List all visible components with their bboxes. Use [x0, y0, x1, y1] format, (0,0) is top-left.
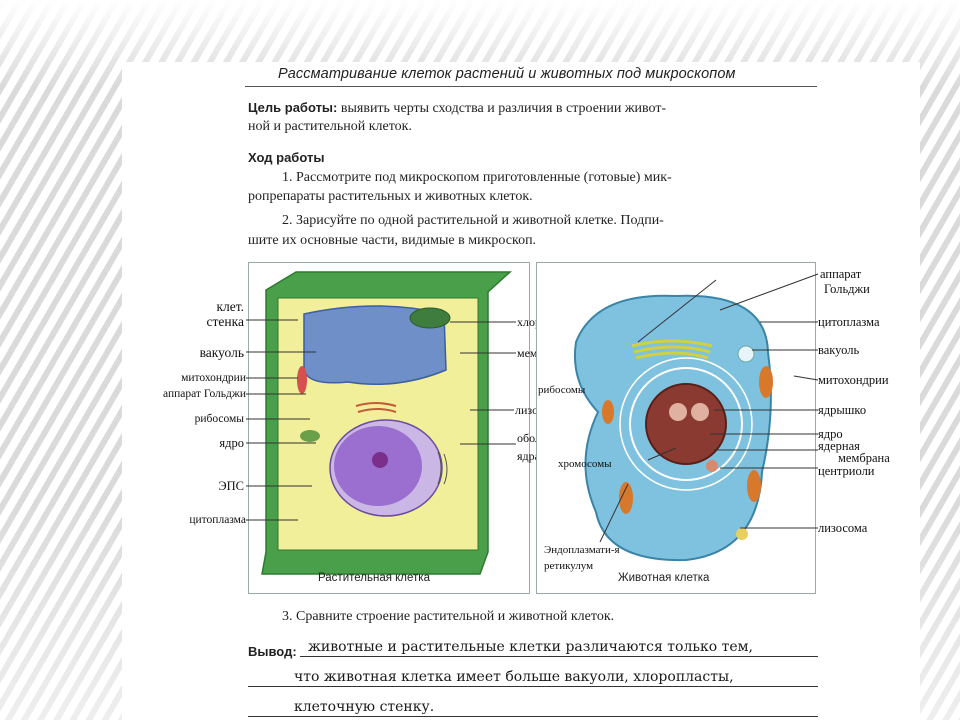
animal-mitochondrion-4 [602, 400, 614, 424]
animal-golgi [631, 339, 713, 360]
label-nuclear-membrane-1: ядерная [818, 439, 860, 453]
label-golgi: аппарат Гольджи [163, 388, 246, 400]
animal-lysosome [736, 528, 748, 540]
label-eps: ЭПС [218, 479, 244, 493]
label-cell-wall-2: стенка [206, 314, 244, 329]
label-mitochondria: митохондрии [181, 372, 246, 384]
conclusion-line-1: животные и растительные клетки различают… [308, 639, 753, 655]
plant-mitochondrion [297, 366, 307, 394]
plant-eps [437, 451, 448, 485]
goal-text-1: выявить черты сходства и различия в стро… [340, 101, 667, 116]
step2-line-2: шите их основные части, видимые в микрос… [248, 233, 537, 248]
animal-right-leader-lines [710, 273, 819, 529]
animal-nucleolus-2 [691, 403, 709, 421]
label-er-2: ретикулум [544, 560, 594, 572]
animal-nucleus [645, 383, 727, 465]
animal-centrioles [706, 460, 718, 472]
conclusion-label: Вывод: [248, 644, 297, 659]
plant-golgi [355, 402, 397, 413]
plant-chloroplast-2 [300, 430, 320, 442]
label-cytoplasm: цитоплазма [189, 514, 246, 526]
label-centrioles: центриоли [818, 464, 875, 478]
label-nucleus-animal: ядро [818, 427, 843, 441]
plant-left-leader-lines [246, 319, 316, 521]
nucleolus [372, 452, 388, 468]
label-lysosome-animal: лизосома [818, 521, 868, 535]
goal-label: Цель работы: [248, 100, 338, 115]
label-nuclear-membrane-2: мембрана [838, 451, 890, 465]
animal-mitochondrion-3 [619, 482, 633, 514]
answer-line-3 [248, 716, 818, 717]
step1-line-2: ропрепараты растительных и животных клет… [248, 189, 533, 204]
animal-vacuole [737, 345, 755, 363]
label-chromosomes: хромосомы [558, 458, 612, 470]
label-ribosomes: рибосомы [194, 413, 244, 425]
step2-line-1: 2. Зарисуйте по одной растительной и жив… [282, 213, 664, 228]
animal-cell-caption: Животная клетка [618, 572, 710, 584]
answer-line-1 [300, 656, 818, 657]
animal-inner-leaders [599, 279, 717, 543]
label-vacuole-animal: вакуоль [818, 343, 860, 357]
animal-nucleolus [669, 403, 687, 421]
plant-right-leader-lines [450, 321, 516, 445]
label-vacuole: вакуоль [199, 345, 244, 360]
goal-text-2: ной и растительной клеток. [248, 119, 412, 134]
goal-line-1: Цель работы: выявить черты сходства и ра… [248, 98, 828, 118]
chloroplast [409, 307, 451, 329]
label-cell-wall-1: клет. [216, 299, 244, 314]
plant-cell-diagram [261, 271, 512, 575]
animal-er-ring-2 [619, 357, 753, 491]
answer-line-2 [248, 686, 818, 687]
animal-cell-diagram [574, 279, 773, 562]
animal-mitochondrion-1 [759, 366, 773, 398]
conclusion-line-2: что животная клетка имеет больше вакуоли… [294, 669, 734, 685]
label-ribosomes-animal: рибосомы [538, 384, 586, 396]
page-title: Рассматривание клеток растений и животны… [278, 66, 736, 82]
label-golgi-animal-2: Гольджи [824, 282, 870, 296]
label-nucleolus: ядрышко [818, 403, 867, 417]
label-mitochondria-animal: митохондрии [818, 373, 889, 387]
step1-line-1: 1. Рассмотрите под микроскопом приготовл… [282, 170, 672, 185]
plant-cell-caption: Растительная клетка [318, 572, 430, 584]
plant-vacuole [303, 305, 447, 386]
label-nucleus: ядро [219, 436, 244, 450]
label-nuclear-envelope-2: ядра [517, 449, 540, 463]
label-er-1: Эндоплазмати-я [544, 544, 620, 556]
label-cytoplasm-animal: цитоплазма [818, 315, 880, 329]
title-underline [245, 86, 817, 87]
step3-text: 3. Сравните строение растительной и живо… [282, 609, 615, 624]
animal-er-ring-1 [629, 367, 743, 481]
animal-mitochondrion-2 [747, 470, 761, 502]
procedure-heading: Ход работы [248, 150, 325, 165]
label-golgi-animal-1: аппарат [820, 267, 862, 281]
conclusion-line-3: клеточную стенку. [294, 699, 435, 715]
